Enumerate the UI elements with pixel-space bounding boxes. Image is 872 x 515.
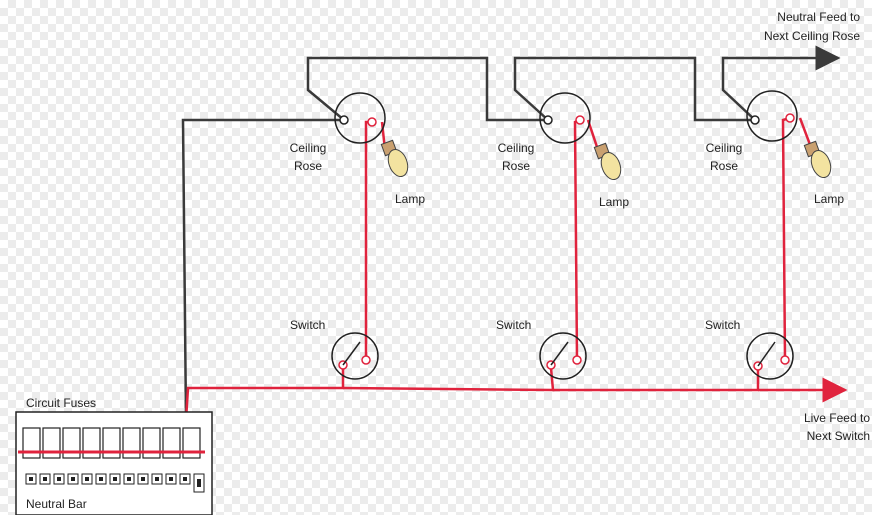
ceiling-rose-label-1-line2: Rose <box>293 159 322 173</box>
ceiling-rose-label-3-line2: Rose <box>709 159 738 173</box>
circuit-fuses-label: Circuit Fuses <box>26 396 97 410</box>
live-wire <box>184 116 848 421</box>
lamp-3 <box>803 140 832 179</box>
ceiling-rose-label-1-line1: Ceiling <box>289 141 327 155</box>
live-feed-label-line2: Next Switch <box>806 429 870 443</box>
ceiling-rose-label-2: Ceiling Rose <box>488 141 544 173</box>
ceiling-rose-2 <box>539 92 591 144</box>
switch-label-2: Switch <box>496 318 532 332</box>
switch-3 <box>746 332 794 380</box>
switch-label-1: Switch <box>290 318 326 332</box>
ceiling-rose-label-3-line1: Ceiling <box>705 141 743 155</box>
switch-label-3: Switch <box>705 318 741 332</box>
ceiling-rose-label-3: Ceiling Rose <box>696 141 752 173</box>
lamp-label-2: Lamp <box>599 195 630 209</box>
live-feed-label-line1: Live Feed to <box>803 411 870 425</box>
lamp-1 <box>380 139 409 178</box>
lamp-2 <box>593 142 622 181</box>
ceiling-rose-label-2-line2: Rose <box>501 159 530 173</box>
neutral-bar-label: Neutral Bar <box>26 497 87 511</box>
ceiling-rose-label-1: Ceiling Rose <box>280 141 336 173</box>
ceiling-rose-3 <box>746 90 798 142</box>
neutral-feed-label-line2: Next Ceiling Rose <box>763 29 860 43</box>
lamp-label-3: Lamp <box>814 192 845 206</box>
neutral-feed-label-line1: Neutral Feed to <box>777 10 860 24</box>
live-feed-label: Live Feed to Next Switch <box>740 411 870 443</box>
ceiling-rose-1 <box>334 92 386 144</box>
lamp-label-1: Lamp <box>395 192 426 206</box>
neutral-feed-label: Neutral Feed to Next Ceiling Rose <box>700 10 860 43</box>
switch-2 <box>539 332 587 380</box>
ceiling-rose-label-2-line1: Ceiling <box>497 141 535 155</box>
neutral-wire <box>181 45 841 421</box>
consumer-unit <box>15 411 213 515</box>
switch-1 <box>331 332 379 380</box>
